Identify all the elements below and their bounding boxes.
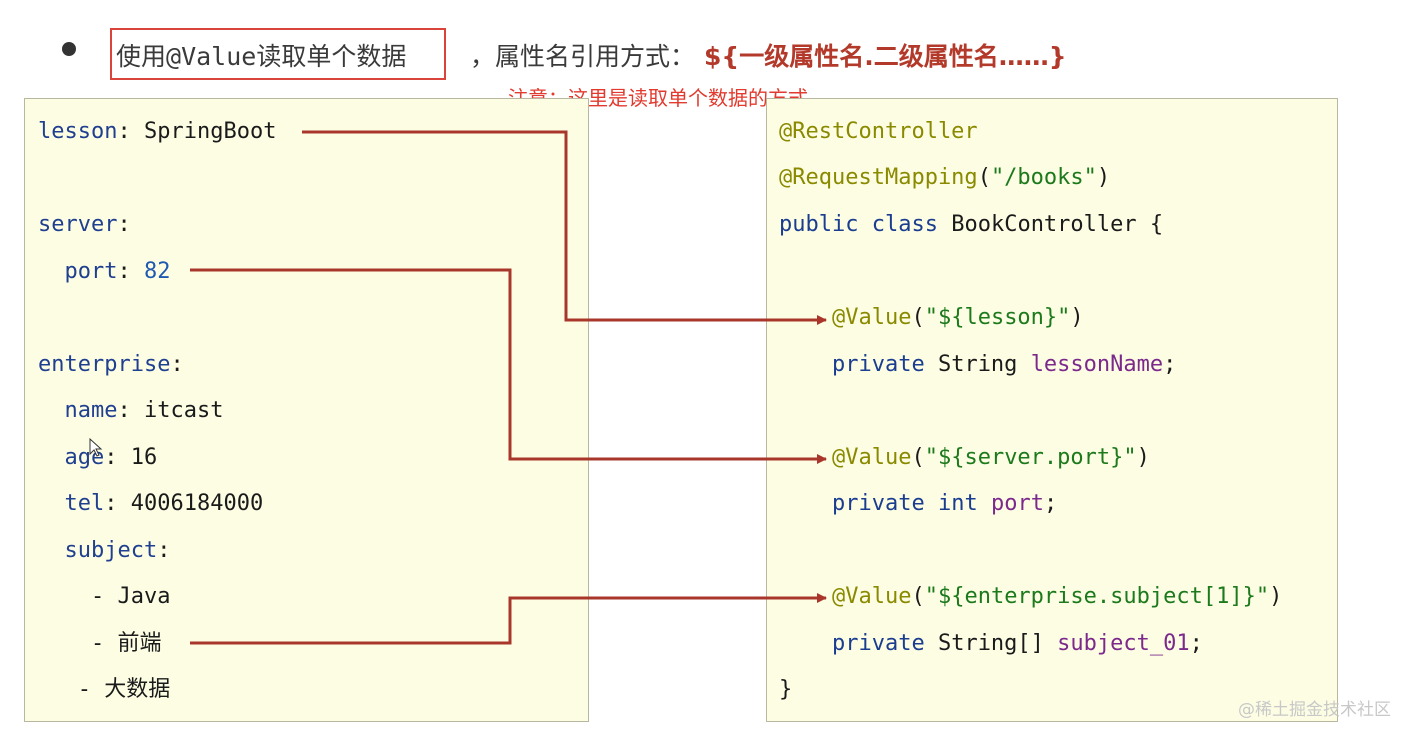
- heading-syntax: ${一级属性名.二级属性名……}: [704, 42, 1067, 71]
- heading-suffix: 读取单个数据: [256, 42, 407, 71]
- heading-annotation: @Value: [166, 42, 257, 71]
- java-line-class: public class BookController {: [779, 212, 1164, 237]
- yaml-panel: [24, 98, 589, 722]
- java-panel: [766, 98, 1338, 722]
- java-line-field-lessonname: private String lessonName;: [831, 352, 1177, 377]
- java-line-requestmapping: @RequestMapping("/books"): [779, 165, 1111, 190]
- java-line-field-port: private int port;: [831, 491, 1058, 516]
- heading-main: 使用@Value读取单个数据: [116, 37, 406, 73]
- arrow-port: [190, 268, 827, 464]
- java-line-close-brace: }: [779, 677, 793, 702]
- yaml-line-subject: subject:: [64, 538, 171, 563]
- yaml-line-server: server:: [38, 212, 131, 237]
- yaml-line-port: port: 82: [64, 259, 171, 284]
- yaml-line-tel: tel: 4006184000: [64, 491, 264, 516]
- java-line-restcontroller: @RestController: [779, 119, 978, 144]
- heading: 使用@Value读取单个数据 ，属性名引用方式： ${一级属性名.二级属性名………: [62, 28, 1162, 80]
- arrow-lesson: [302, 130, 827, 325]
- highlight-box: [110, 28, 446, 80]
- yaml-line-lesson: lesson: SpringBoot: [38, 119, 277, 144]
- java-line-field-subject: private String[] subject_01;: [831, 631, 1203, 656]
- bullet-icon: [62, 42, 76, 56]
- yaml-subject-item: - Java: [38, 584, 171, 609]
- java-line-value-port: @Value("${server.port}"): [831, 445, 1150, 470]
- heading-rest: ，属性名引用方式：: [470, 42, 696, 71]
- yaml-subject-item: - 大数据: [38, 677, 171, 702]
- watermark: @稀土掘金技术社区: [1238, 700, 1391, 720]
- yaml-line-name: name: itcast: [64, 398, 224, 423]
- mouse-cursor-icon: [89, 438, 103, 457]
- yaml-subject-item: - 前端: [38, 631, 162, 656]
- java-line-value-subject: @Value("${enterprise.subject[1]}"): [831, 584, 1283, 609]
- arrow-subject: [190, 593, 827, 645]
- yaml-line-enterprise: enterprise:: [38, 352, 184, 377]
- java-line-value-lesson: @Value("${lesson}"): [831, 305, 1084, 330]
- heading-prefix: 使用: [116, 42, 167, 71]
